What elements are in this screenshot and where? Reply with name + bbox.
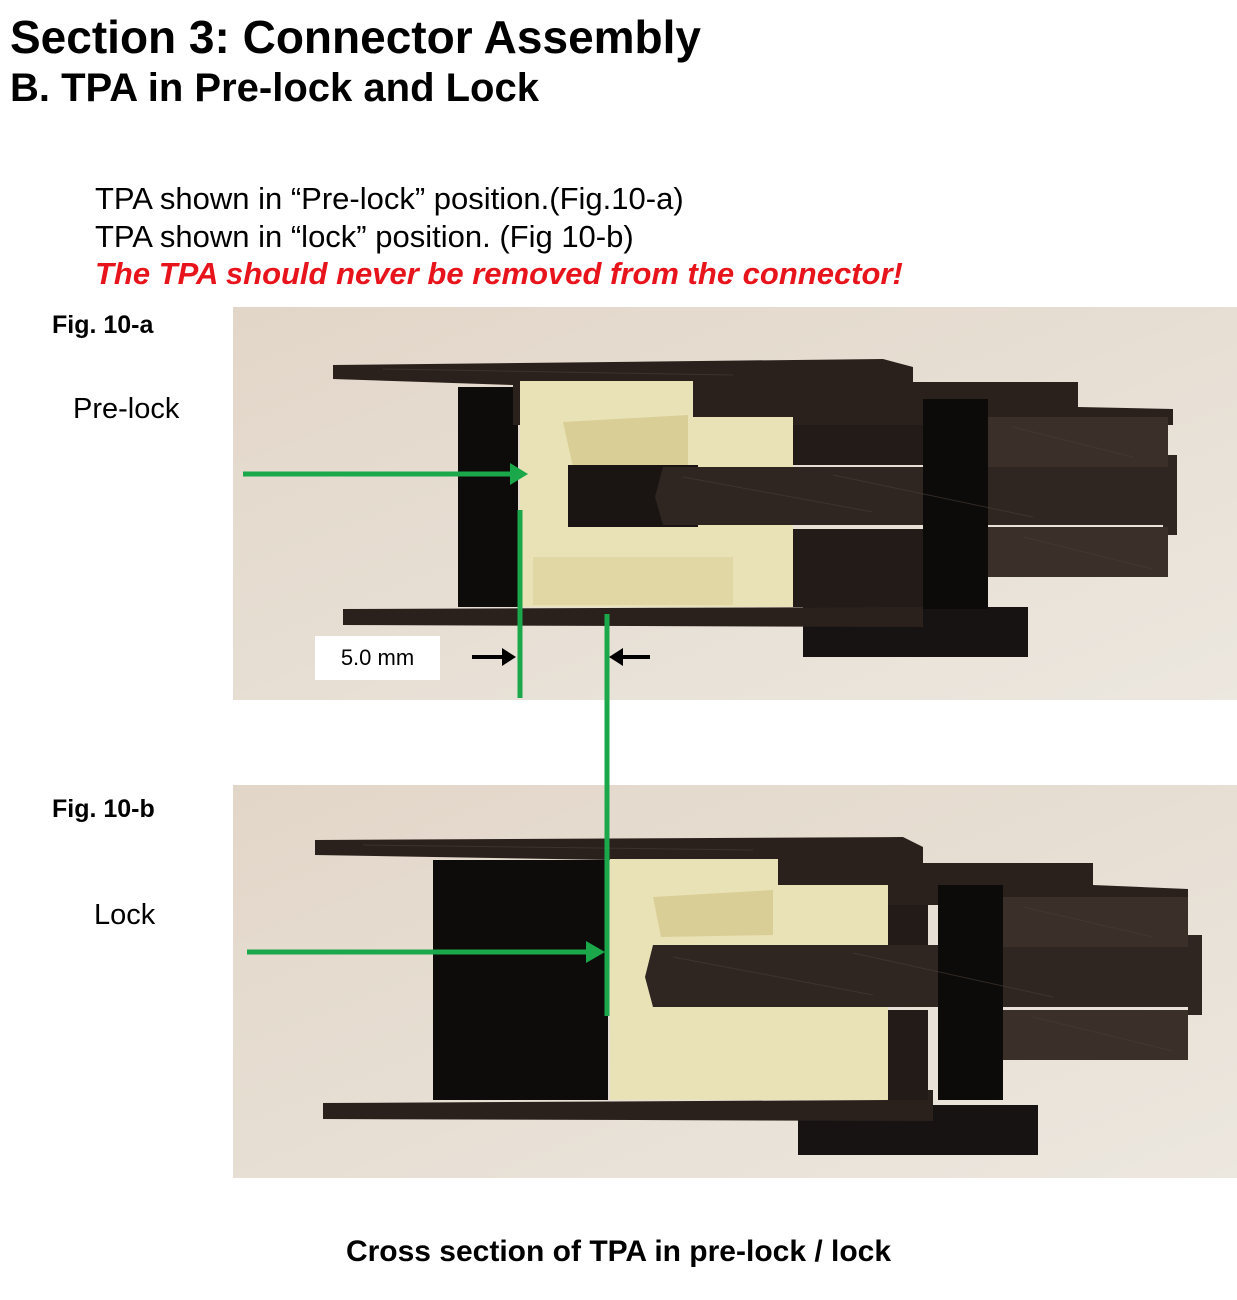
note-prelock: TPA shown in “Pre-lock” position.(Fig.10…: [95, 181, 684, 216]
prelock-label: Pre-lock: [73, 393, 180, 425]
photo-fig-10b: [233, 785, 1237, 1178]
fig-10b-label: Fig. 10-b: [52, 795, 155, 823]
section-title: Section 3: Connector Assembly: [10, 11, 702, 63]
note-lock: TPA shown in “lock” position. (Fig 10-b): [95, 219, 634, 254]
connector-lock-image: [233, 785, 1237, 1178]
connector-prelock-image: [233, 307, 1237, 700]
photo-fig-10a: [233, 307, 1237, 700]
sub-title: B. TPA in Pre-lock and Lock: [10, 66, 539, 110]
lock-label: Lock: [94, 899, 156, 931]
dimension-label: 5.0 mm: [315, 636, 440, 680]
fig-10a-label: Fig. 10-a: [52, 311, 154, 339]
warning-note: The TPA should never be removed from the…: [95, 256, 903, 291]
figure-caption: Cross section of TPA in pre-lock / lock: [345, 1235, 892, 1268]
